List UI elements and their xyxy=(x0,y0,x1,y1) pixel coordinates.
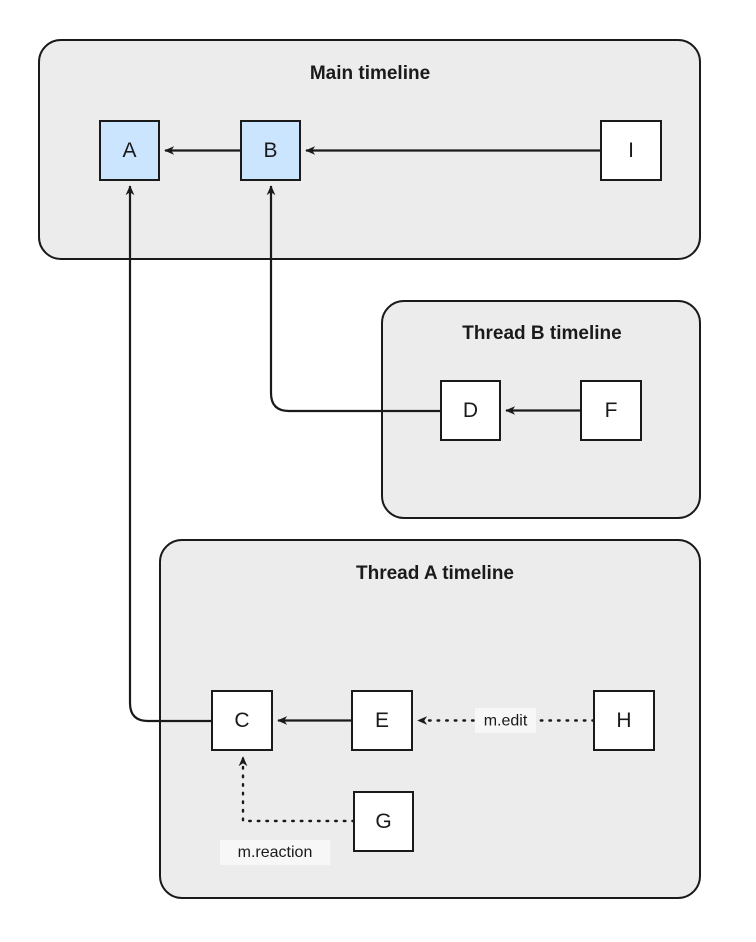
edge-label-m-edit-text: m.edit xyxy=(484,713,528,730)
node-h-rect[interactable] xyxy=(593,690,655,751)
node-a-rect[interactable] xyxy=(99,120,160,181)
node-c-rect[interactable] xyxy=(211,690,273,751)
node-e-label: E xyxy=(375,709,389,732)
group-thread-b-timeline-title: Thread B timeline xyxy=(462,323,621,344)
node-f-rect[interactable] xyxy=(580,380,642,441)
group-thread-a-timeline-rect xyxy=(159,539,701,899)
node-d[interactable]: D xyxy=(440,380,501,441)
node-a-label: A xyxy=(122,139,136,162)
node-b-label: B xyxy=(263,139,277,162)
node-d-rect[interactable] xyxy=(440,380,501,441)
edge-label-m-edit: m.edit xyxy=(475,708,536,733)
node-c-label: C xyxy=(234,709,249,732)
node-g[interactable]: G xyxy=(353,791,414,852)
edge-label-m-reaction-text: m.reaction xyxy=(238,844,313,861)
edge-label-m-reaction-bg xyxy=(220,840,330,865)
edge-c-to-a xyxy=(125,185,212,723)
node-h-label: H xyxy=(616,709,631,732)
node-g-rect[interactable] xyxy=(353,791,414,852)
edge-label-m-reaction: m.reaction xyxy=(220,840,330,865)
node-f[interactable]: F xyxy=(580,380,642,441)
group-main-timeline-title: Main timeline xyxy=(310,63,430,84)
node-c[interactable]: C xyxy=(211,690,273,751)
node-e[interactable]: E xyxy=(351,690,413,751)
group-thread-a-timeline-title: Thread A timeline xyxy=(356,563,514,584)
node-i[interactable]: I xyxy=(600,120,662,181)
edge-label-m-edit-bg xyxy=(475,708,536,733)
node-d-label: D xyxy=(463,399,478,422)
node-g-label: G xyxy=(375,810,391,833)
node-i-rect[interactable] xyxy=(600,120,662,181)
node-e-rect[interactable] xyxy=(351,690,413,751)
node-f-label: F xyxy=(605,399,618,422)
edge-d-to-b xyxy=(266,185,441,413)
group-thread-a-timeline: Thread A timeline xyxy=(159,539,701,899)
node-i-label: I xyxy=(628,139,634,162)
edge-g-to-c xyxy=(238,755,356,823)
node-h[interactable]: H xyxy=(593,690,655,751)
node-b[interactable]: B xyxy=(240,120,301,181)
node-b-rect[interactable] xyxy=(240,120,301,181)
node-a[interactable]: A xyxy=(99,120,160,181)
